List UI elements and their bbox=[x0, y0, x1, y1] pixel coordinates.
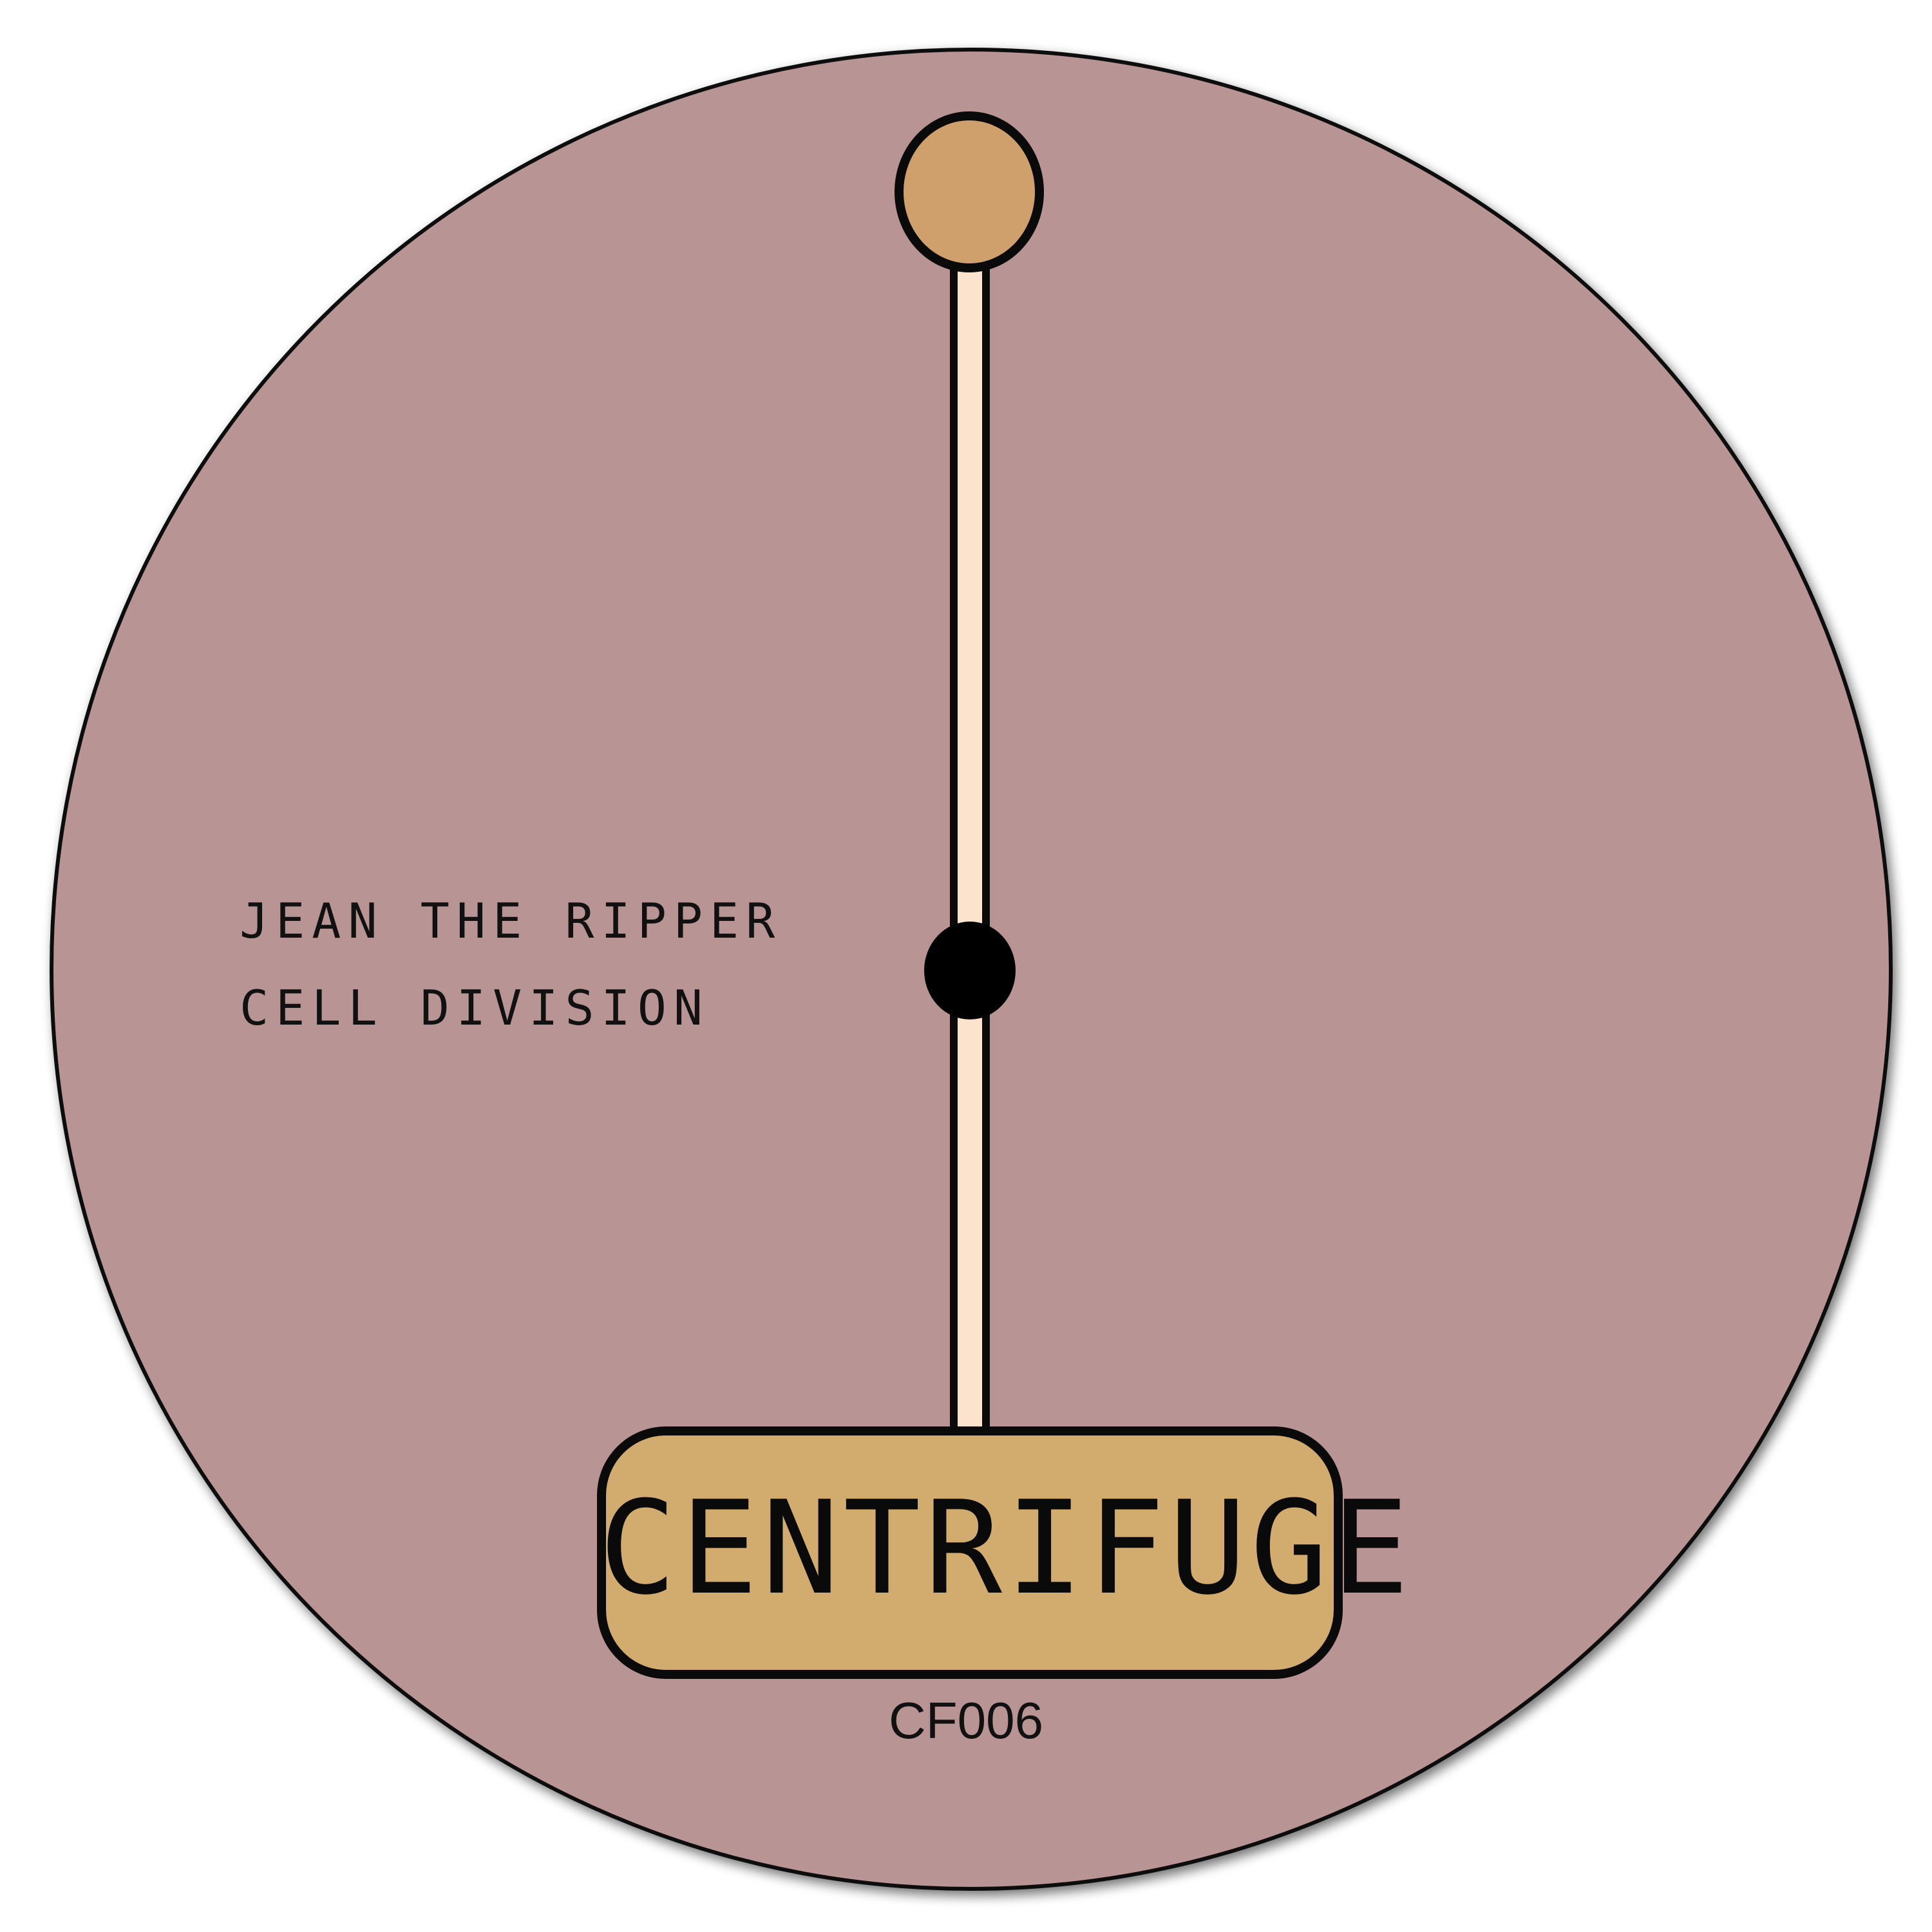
track-title: CELL DIVISION bbox=[240, 980, 710, 1036]
knob-circle bbox=[895, 111, 1044, 272]
brand-name: CENTRIFUGE bbox=[599, 1473, 1414, 1624]
spindle-hole bbox=[924, 922, 1016, 1019]
artist-name: JEAN THE RIPPER bbox=[240, 893, 782, 949]
catalog-number: CF006 bbox=[888, 1692, 1044, 1749]
brand-plate bbox=[597, 1426, 1343, 1679]
lower-rod bbox=[950, 1007, 990, 1437]
upper-rod bbox=[950, 263, 990, 938]
